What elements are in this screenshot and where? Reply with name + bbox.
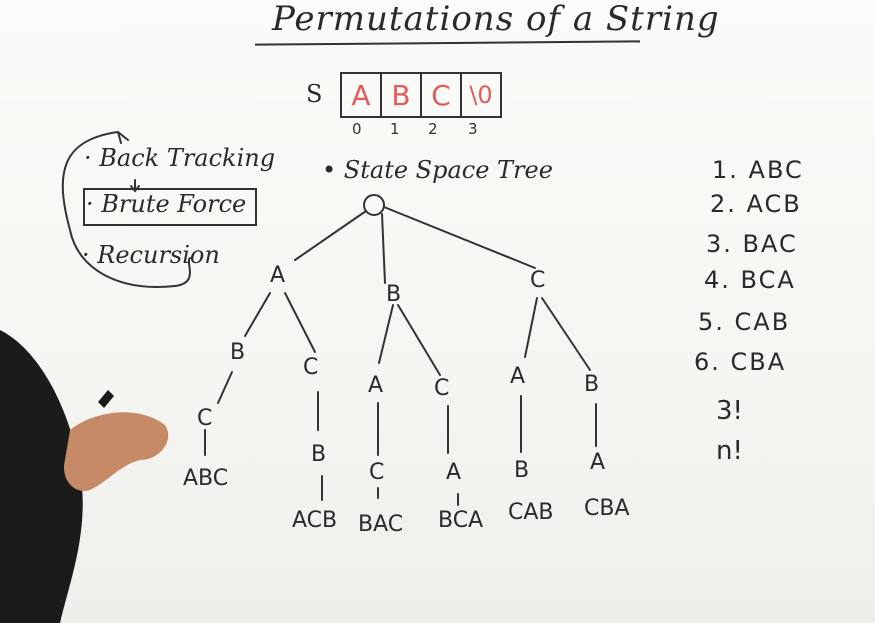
concept-bracket bbox=[61, 131, 191, 288]
index-label: 1 bbox=[390, 120, 400, 138]
permutation-item: 1. ABC bbox=[712, 156, 804, 184]
tree-label-text: State Space Tree bbox=[343, 156, 553, 184]
presenter-figure bbox=[0, 330, 169, 623]
cell-char: C bbox=[431, 78, 451, 112]
string-label: S bbox=[306, 80, 323, 108]
tree-leaf: BAC bbox=[358, 512, 404, 537]
tree-leaf: CAB bbox=[508, 500, 554, 525]
board-title: Permutations of a String bbox=[272, 0, 720, 39]
index-label: 2 bbox=[428, 120, 438, 138]
tree-leaf: BCA bbox=[438, 508, 484, 533]
cell-char: \0 bbox=[469, 81, 493, 109]
cell-char: B bbox=[391, 78, 411, 112]
permutation-item: 2. ACB bbox=[710, 190, 802, 218]
tree-node-l2: A bbox=[510, 364, 526, 389]
tree-node-l2: C bbox=[434, 376, 450, 401]
bracket-arrowhead bbox=[117, 131, 129, 144]
string-cell: \0 bbox=[462, 74, 500, 116]
string-cell: A bbox=[342, 74, 382, 116]
factorial-note: n! bbox=[716, 436, 743, 466]
permutation-item: 3. BAC bbox=[706, 230, 798, 258]
tree-node-l3: B bbox=[311, 442, 327, 467]
tree-root bbox=[363, 194, 385, 216]
permutation-item: 5. CAB bbox=[698, 308, 791, 336]
tree-node-l2: B bbox=[230, 340, 246, 365]
presenter-hand bbox=[64, 412, 169, 491]
tree-node-l3: B bbox=[514, 458, 530, 483]
tree-node-l3: C bbox=[197, 406, 213, 431]
tree-leaf: CBA bbox=[584, 496, 630, 521]
tree-node-l2: C bbox=[303, 355, 319, 380]
factorial-note: 3! bbox=[716, 396, 743, 426]
string-cell: B bbox=[382, 74, 422, 116]
tree-node-l3: C bbox=[369, 460, 385, 485]
presenter-body bbox=[0, 330, 83, 623]
index-label: 0 bbox=[352, 120, 362, 138]
permutation-item: 6. CBA bbox=[694, 348, 787, 376]
concept-text: Back Tracking bbox=[99, 144, 276, 172]
concept-text: Recursion bbox=[97, 241, 220, 269]
permutation-item: 4. BCA bbox=[704, 266, 796, 294]
tree-node-l1: C bbox=[530, 268, 546, 293]
concept-backtracking: · Back Tracking bbox=[84, 144, 276, 172]
tree-label: • State Space Tree bbox=[322, 156, 553, 184]
tree-node-l1: B bbox=[386, 282, 402, 307]
down-arrow bbox=[130, 179, 140, 193]
tree-leaf: ABC bbox=[183, 466, 229, 491]
tree-node-l3: A bbox=[446, 460, 462, 485]
cell-char: A bbox=[351, 78, 371, 112]
concept-brute-force: · Brute Force bbox=[86, 190, 247, 218]
concept-text: Brute Force bbox=[101, 190, 247, 218]
marker-pen bbox=[98, 390, 114, 408]
tree-node-l3: A bbox=[590, 450, 606, 475]
tree-leaf: ACB bbox=[292, 508, 338, 533]
string-array: A B C \0 bbox=[340, 72, 502, 118]
tree-node-l2: B bbox=[584, 372, 600, 397]
tree-node-l2: A bbox=[368, 373, 384, 398]
concept-recursion: · Recursion bbox=[82, 241, 220, 269]
brute-force-box bbox=[83, 188, 257, 226]
tree-node-l1: A bbox=[270, 263, 286, 288]
index-label: 3 bbox=[468, 120, 478, 138]
string-cell: C bbox=[422, 74, 462, 116]
